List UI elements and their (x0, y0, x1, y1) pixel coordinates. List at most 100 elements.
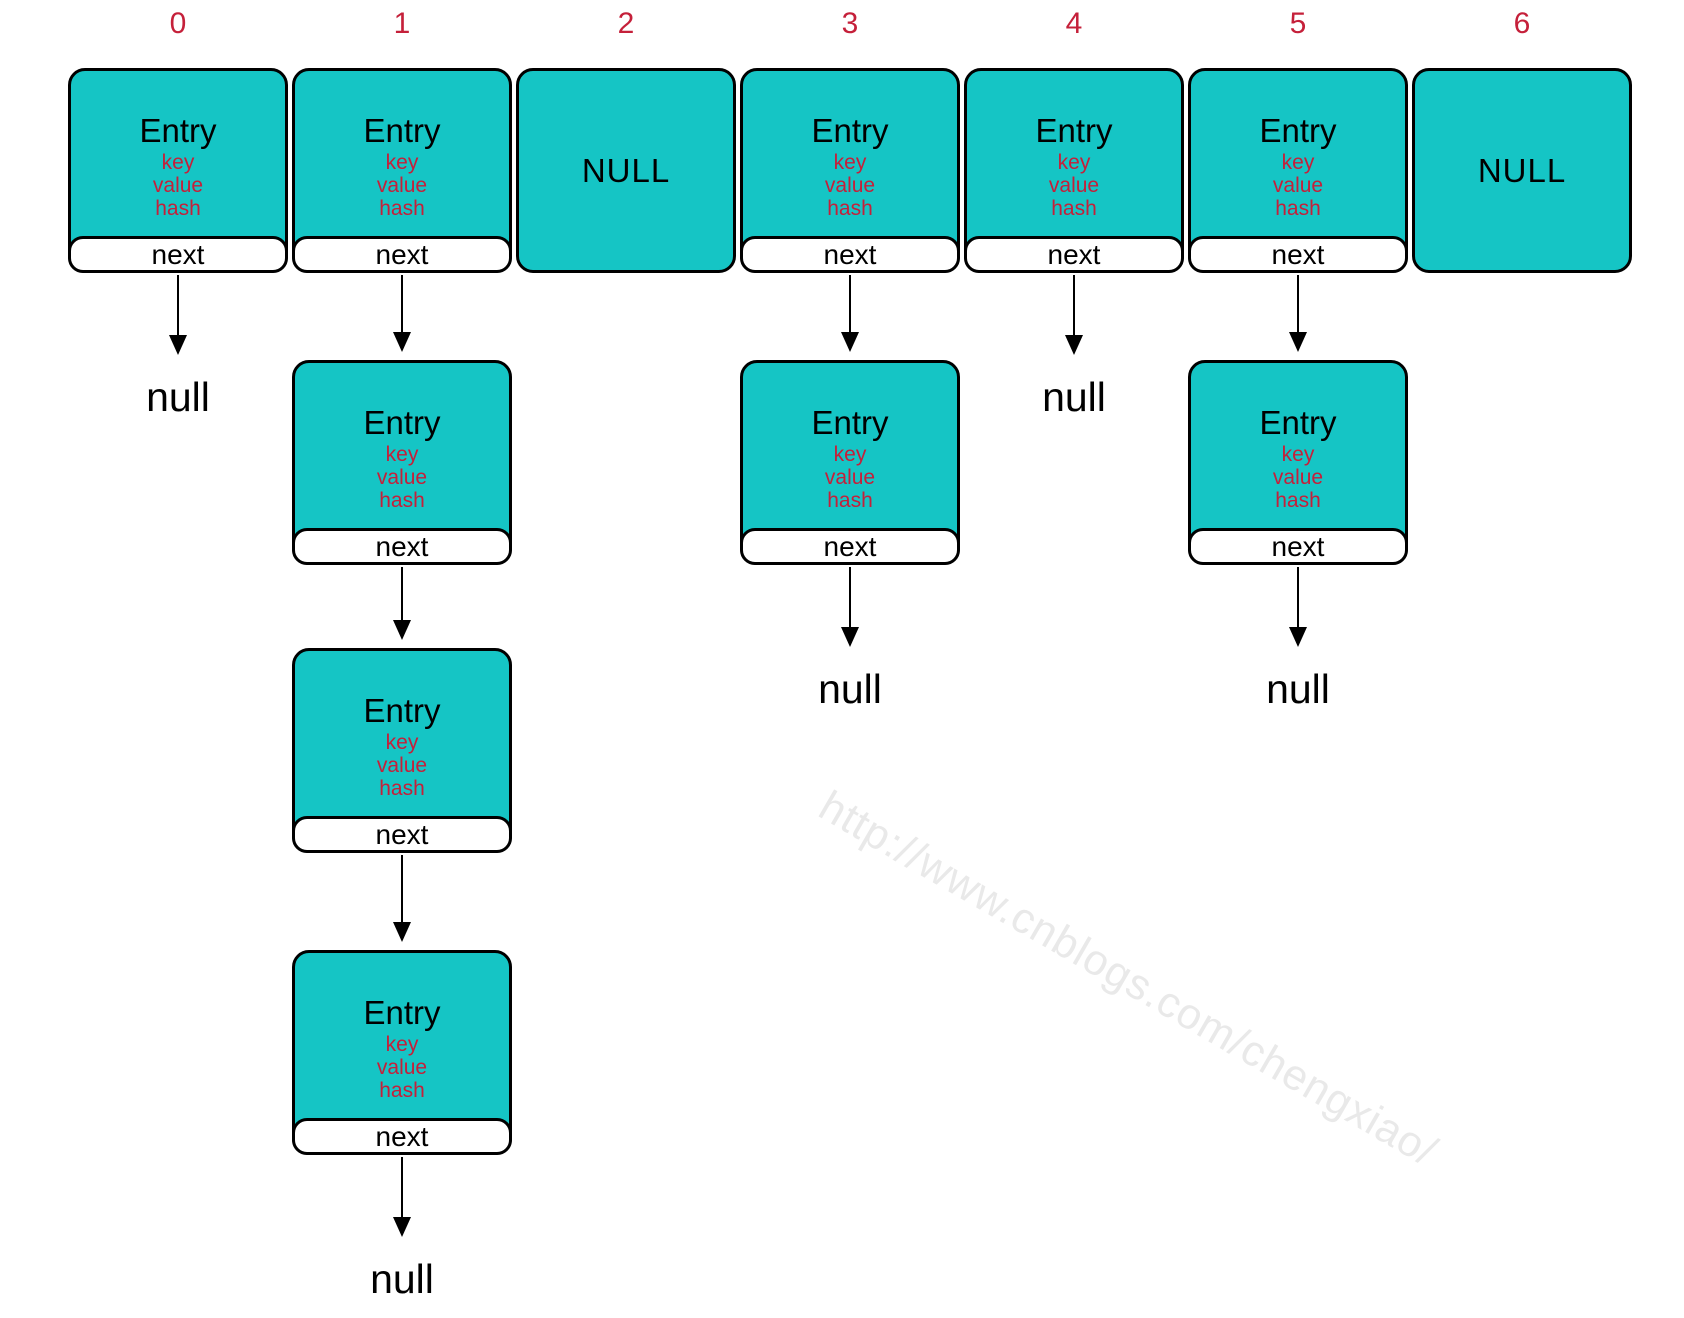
entry-title: Entry (811, 404, 889, 441)
entry-field-value: value (1272, 466, 1324, 489)
next-pointer-label: next (375, 238, 429, 270)
arrow-line (1297, 567, 1299, 627)
null-bucket-label: NULL (1477, 151, 1567, 189)
next-pointer: next (740, 236, 960, 273)
arrow-head-icon (1289, 627, 1307, 647)
entry-title: Entry (1259, 112, 1337, 149)
entry-title: Entry (139, 112, 217, 149)
entry-field-key: key (385, 151, 419, 174)
entry-field-key: key (1057, 151, 1091, 174)
entry-field-value: value (824, 174, 876, 197)
entry-field-value: value (824, 466, 876, 489)
next-pointer: next (292, 816, 512, 853)
arrow-down-icon (1288, 567, 1308, 647)
arrow-head-icon (393, 1217, 411, 1237)
next-pointer-label: next (375, 1120, 429, 1152)
null-terminator: null (1266, 665, 1330, 712)
arrow-down-icon (168, 275, 188, 355)
arrow-down-icon (392, 567, 412, 640)
entry-field-hash: hash (379, 197, 425, 220)
next-pointer: next (1188, 236, 1408, 273)
bucket-index-5: 5 (1289, 7, 1307, 40)
entry-field-hash: hash (1275, 197, 1321, 220)
entry-field-value: value (376, 754, 428, 777)
arrow-head-icon (169, 335, 187, 355)
next-pointer: next (740, 528, 960, 565)
arrow-line (849, 275, 851, 332)
next-pointer-label: next (375, 818, 429, 850)
arrow-line (1297, 275, 1299, 332)
entry-field-hash: hash (1275, 489, 1321, 512)
next-pointer-label: next (151, 238, 205, 270)
bucket-index-2: 2 (617, 7, 635, 40)
entry-field-hash: hash (379, 777, 425, 800)
next-pointer-label: next (1047, 238, 1101, 270)
entry-field-value: value (376, 466, 428, 489)
next-pointer: next (1188, 528, 1408, 565)
next-pointer: next (292, 528, 512, 565)
arrow-head-icon (393, 922, 411, 942)
arrow-down-icon (392, 855, 412, 942)
next-pointer-label: next (823, 530, 877, 562)
next-pointer: next (292, 1118, 512, 1155)
arrow-down-icon (1288, 275, 1308, 352)
arrow-head-icon (841, 332, 859, 352)
null-terminator: null (146, 373, 210, 420)
entry-field-key: key (385, 443, 419, 466)
entry-title: Entry (363, 112, 441, 149)
bucket-index-1: 1 (393, 7, 411, 40)
entry-field-key: key (161, 151, 195, 174)
arrow-line (401, 1157, 403, 1217)
arrow-head-icon (1289, 332, 1307, 352)
next-pointer-label: next (1271, 238, 1325, 270)
next-pointer: next (68, 236, 288, 273)
entry-title: Entry (363, 994, 441, 1031)
next-pointer-label: next (375, 530, 429, 562)
arrow-down-icon (392, 1157, 412, 1237)
entry-field-key: key (833, 151, 867, 174)
null-terminator: null (818, 665, 882, 712)
entry-field-hash: hash (155, 197, 201, 220)
null-bucket: NULL (1412, 68, 1632, 273)
entry-field-value: value (376, 1056, 428, 1079)
arrow-line (177, 275, 179, 335)
entry-title: Entry (811, 112, 889, 149)
entry-title: Entry (363, 692, 441, 729)
entry-field-hash: hash (827, 489, 873, 512)
bucket-index-0: 0 (169, 7, 187, 40)
entry-field-value: value (376, 174, 428, 197)
entry-field-hash: hash (379, 1079, 425, 1102)
arrow-line (401, 567, 403, 620)
entry-field-value: value (1048, 174, 1100, 197)
next-pointer: next (292, 236, 512, 273)
entry-field-key: key (385, 731, 419, 754)
next-pointer-label: next (823, 238, 877, 270)
entry-field-hash: hash (379, 489, 425, 512)
null-bucket-label: NULL (581, 151, 671, 189)
arrow-head-icon (841, 627, 859, 647)
entry-field-value: value (1272, 174, 1324, 197)
entry-field-value: value (152, 174, 204, 197)
entry-field-key: key (1281, 151, 1315, 174)
entry-title: Entry (1259, 404, 1337, 441)
arrow-down-icon (840, 567, 860, 647)
entry-title: Entry (363, 404, 441, 441)
null-terminator: null (1042, 373, 1106, 420)
